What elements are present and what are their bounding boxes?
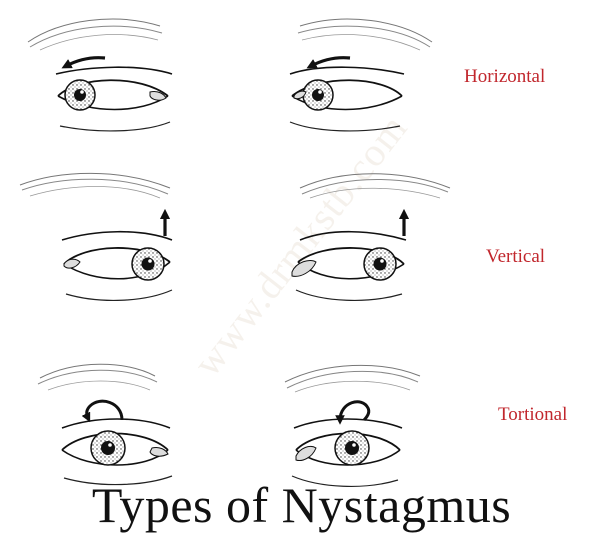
eye-vertical-left xyxy=(292,174,450,301)
eye-vertical-right xyxy=(20,173,172,300)
left-arrow-icon xyxy=(311,58,350,66)
eye-torsional-left xyxy=(285,365,420,486)
label-tortional: Tortional xyxy=(498,404,567,426)
eye-torsional-right xyxy=(38,364,172,484)
label-horizontal: Horizontal xyxy=(464,66,545,88)
rotate-arrow-icon xyxy=(87,401,122,420)
diagram-title: Types of Nystagmus xyxy=(0,480,603,530)
left-arrow-icon xyxy=(66,58,105,66)
eye-horizontal-left xyxy=(290,19,432,131)
rotate-arrow-icon xyxy=(340,402,369,420)
label-vertical: Vertical xyxy=(486,246,545,268)
eye-horizontal-right xyxy=(28,19,172,131)
